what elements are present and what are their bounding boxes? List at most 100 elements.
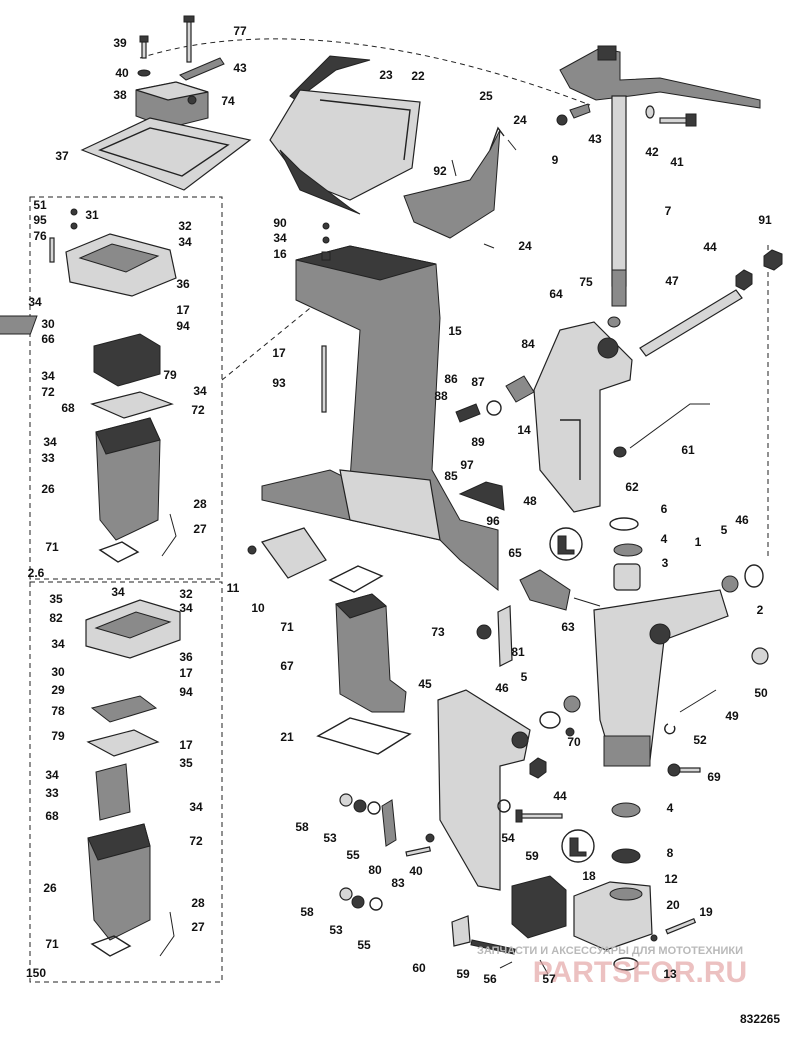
bushing-8 xyxy=(611,848,641,864)
steering-arm-7 xyxy=(559,45,761,307)
callout-label-71: 71 xyxy=(280,620,294,634)
callout-label-76: 76 xyxy=(33,229,47,243)
callout-label-29: 29 xyxy=(51,683,65,697)
washer-46b xyxy=(539,711,561,729)
plate-37 xyxy=(80,117,252,191)
callout-label-832265: 832265 xyxy=(740,1012,780,1026)
washer-46 xyxy=(744,564,764,588)
callout-label-17: 17 xyxy=(179,738,193,752)
callout-label-38: 38 xyxy=(113,88,127,102)
callout-label-72: 72 xyxy=(191,403,205,417)
screw-24b xyxy=(483,243,495,249)
adapter-plate-30 xyxy=(65,233,177,297)
callout-label-49: 49 xyxy=(725,709,739,723)
callout-label-33: 33 xyxy=(45,786,59,800)
gasket-79 xyxy=(90,391,174,419)
callout-label-40: 40 xyxy=(115,66,129,80)
callout-label-35: 35 xyxy=(179,756,193,770)
washer-13 xyxy=(613,957,639,971)
plate-60 xyxy=(451,915,471,947)
callout-label-26: 26 xyxy=(43,881,57,895)
callout-label-1: 1 xyxy=(695,535,702,549)
bushing-4 xyxy=(613,543,643,557)
watermark-line2: PARTSFOR.RU xyxy=(533,956,747,989)
bolts-51-95-76 xyxy=(49,208,78,263)
gasket-21 xyxy=(316,717,412,755)
callout-label-34: 34 xyxy=(179,601,193,615)
callout-label-58: 58 xyxy=(300,905,314,919)
callout-label-5: 5 xyxy=(721,523,728,537)
callout-label-36: 36 xyxy=(176,277,190,291)
callout-label-59: 59 xyxy=(525,849,539,863)
callout-label-85: 85 xyxy=(444,469,458,483)
nut-53 xyxy=(353,799,367,813)
clamp-block-18 xyxy=(511,875,567,939)
callout-label-30: 30 xyxy=(51,665,65,679)
callout-label-60: 60 xyxy=(412,961,426,975)
callout-label-37: 37 xyxy=(55,149,69,163)
gasket-71c xyxy=(328,565,384,593)
callout-label-32: 32 xyxy=(179,587,193,601)
callout-label-35: 35 xyxy=(49,592,63,606)
plate-81 xyxy=(497,605,513,667)
callout-label-27: 27 xyxy=(191,920,205,934)
callout-label-34: 34 xyxy=(193,384,207,398)
reed-plate-78 xyxy=(90,695,158,723)
pin-20 xyxy=(650,934,658,942)
callout-label-26: 26 xyxy=(41,482,55,496)
gasket-66 xyxy=(0,315,38,335)
callout-label-97: 97 xyxy=(460,458,474,472)
callout-label-34: 34 xyxy=(45,768,59,782)
callout-label-68: 68 xyxy=(61,401,75,415)
callout-label-33: 33 xyxy=(41,451,55,465)
bolt-59 xyxy=(515,809,563,823)
bolt-83 xyxy=(405,846,432,857)
callout-label-96: 96 xyxy=(486,514,500,528)
bushing-5 xyxy=(721,575,739,593)
rod-93 xyxy=(321,345,327,413)
screw-57 xyxy=(539,959,549,975)
clip-43 xyxy=(179,57,225,81)
bushing-58 xyxy=(339,793,353,807)
bushing-75 xyxy=(607,316,621,328)
callout-label-17: 17 xyxy=(272,346,286,360)
callout-label-34: 34 xyxy=(28,295,42,309)
clamp-bracket-45 xyxy=(437,689,531,891)
callout-label-81: 81 xyxy=(511,645,525,659)
bushing-4b xyxy=(611,802,641,818)
washer-55 xyxy=(367,801,381,815)
assembly-line xyxy=(221,299,321,381)
callout-label-30: 30 xyxy=(41,317,55,331)
stern-bracket-1 xyxy=(593,589,729,767)
callout-label-86: 86 xyxy=(444,372,458,386)
gasket-71b xyxy=(90,935,132,957)
callout-label-80: 80 xyxy=(368,863,382,877)
callout-label-68: 68 xyxy=(45,809,59,823)
callout-label-11: 11 xyxy=(227,581,240,595)
screw-92 xyxy=(451,159,457,177)
spring-63 xyxy=(573,597,601,607)
callout-label-20: 20 xyxy=(666,898,680,912)
callout-label-93: 93 xyxy=(272,376,286,390)
callout-label-9: 9 xyxy=(552,153,559,167)
bolt-59b xyxy=(470,939,516,955)
exhaust-tube-26 xyxy=(95,417,161,541)
nut-91 xyxy=(763,249,783,271)
callout-label-34: 34 xyxy=(178,235,192,249)
callout-label-55: 55 xyxy=(346,848,360,862)
callout-label-24: 24 xyxy=(513,113,527,127)
pin-49 xyxy=(679,689,717,713)
callout-label-12: 12 xyxy=(664,872,678,886)
callout-label-95: 95 xyxy=(33,213,47,227)
nut-74 xyxy=(187,95,197,105)
callout-label-57: 57 xyxy=(542,972,556,986)
washer-42 xyxy=(645,105,655,119)
link-80 xyxy=(381,799,397,847)
pin-19 xyxy=(665,917,697,935)
callout-label-10: 10 xyxy=(251,601,265,615)
callout-label-5: 5 xyxy=(521,670,528,684)
swivel-bracket-64 xyxy=(533,321,633,513)
callout-label-79: 79 xyxy=(51,729,65,743)
callout-label-44: 44 xyxy=(553,789,567,803)
